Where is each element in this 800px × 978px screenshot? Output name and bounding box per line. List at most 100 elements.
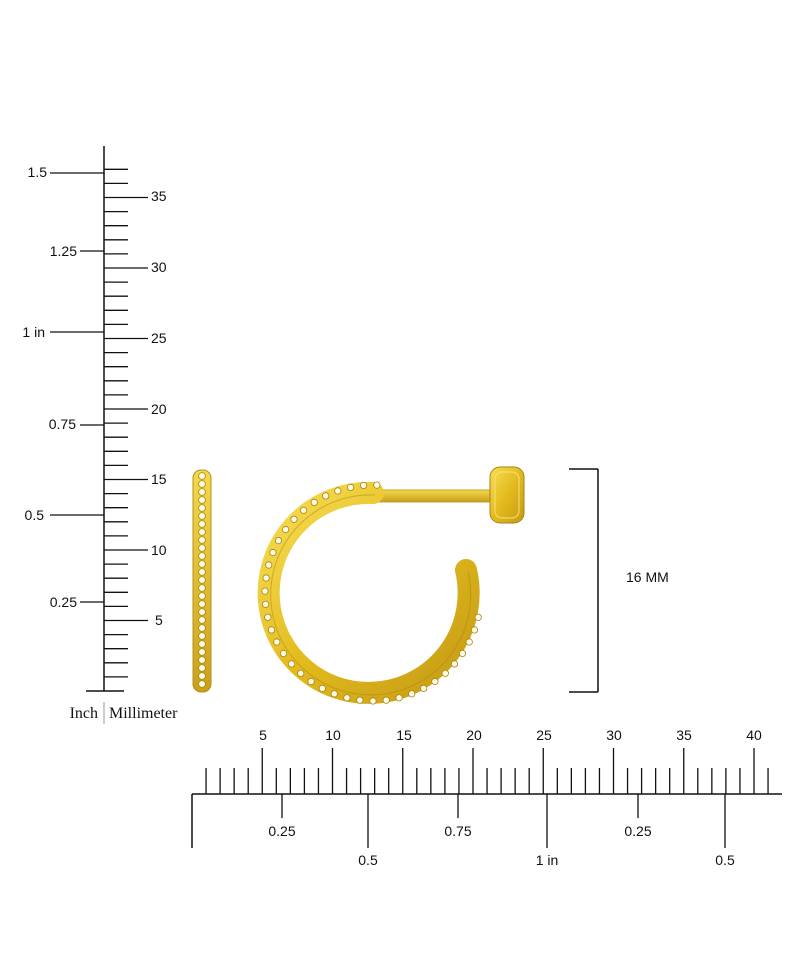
gem-stone bbox=[458, 649, 467, 658]
gem-stone bbox=[269, 548, 277, 557]
vertical-mm-label: 15 bbox=[151, 471, 167, 487]
horizontal-mm-label: 20 bbox=[466, 727, 482, 743]
gem-stone bbox=[198, 656, 206, 664]
gem-stone bbox=[431, 677, 439, 686]
gem-stone bbox=[198, 608, 206, 616]
gem-stone bbox=[262, 574, 270, 582]
gem-stone bbox=[198, 568, 206, 576]
gem-stone bbox=[330, 690, 338, 698]
horizontal-inch-label: 0.25 bbox=[624, 823, 651, 839]
gem-stone bbox=[299, 506, 308, 514]
gem-stone bbox=[343, 694, 351, 702]
gem-stone bbox=[281, 525, 290, 534]
gem-stone bbox=[267, 626, 276, 634]
horizontal-inch-label: 0.25 bbox=[268, 823, 295, 839]
vertical-inch-label: 0.5 bbox=[25, 507, 45, 523]
gem-stone bbox=[265, 561, 273, 569]
horizontal-mm-label: 35 bbox=[676, 727, 692, 743]
horizontal-mm-label: 5 bbox=[259, 727, 267, 743]
vertical-inch-label: 1 in bbox=[22, 324, 45, 340]
gem-stone bbox=[198, 544, 206, 552]
gem-stone bbox=[382, 696, 390, 704]
gem-stone bbox=[198, 592, 206, 600]
gem-stone bbox=[287, 660, 296, 668]
gem-stone bbox=[470, 626, 479, 634]
dimension-bracket: 16 MM bbox=[569, 468, 669, 693]
gem-stone bbox=[198, 680, 206, 688]
gem-stone bbox=[198, 600, 206, 608]
gem-stone bbox=[198, 560, 206, 568]
hoop-stones bbox=[261, 481, 482, 705]
gem-stone bbox=[369, 697, 377, 705]
gem-stone bbox=[198, 520, 206, 528]
gem-stone bbox=[198, 480, 206, 488]
vertical-mm-label: 30 bbox=[151, 259, 167, 275]
horizontal-inch-label: 0.5 bbox=[715, 852, 735, 868]
horizontal-mm-label: 10 bbox=[325, 727, 341, 743]
horizontal-inch-label: 0.5 bbox=[358, 852, 378, 868]
gem-stone bbox=[395, 694, 403, 702]
horizontal-ruler: 5 10 15 20 25 30 35 40 0.25 0.75 0.25 0.… bbox=[191, 727, 782, 868]
horizontal-inch-label: 1 in bbox=[536, 852, 559, 868]
gem-stone bbox=[465, 638, 473, 646]
gem-stone bbox=[198, 496, 206, 504]
dimension-label: 16 MM bbox=[626, 569, 669, 585]
horizontal-mm-label: 30 bbox=[606, 727, 622, 743]
vertical-mm-label: 5 bbox=[155, 612, 163, 628]
gem-stone bbox=[356, 696, 364, 704]
gem-stone bbox=[346, 483, 355, 491]
vertical-inch-label: 0.75 bbox=[49, 416, 76, 432]
gem-stone bbox=[297, 669, 305, 677]
earring-side-view bbox=[192, 469, 212, 693]
gem-stone bbox=[198, 504, 206, 512]
vertical-mm-label: 20 bbox=[151, 401, 167, 417]
vertical-mm-label: 35 bbox=[151, 188, 167, 204]
gem-stone bbox=[274, 536, 283, 545]
gem-stone bbox=[198, 632, 206, 640]
gem-stone bbox=[307, 677, 315, 686]
gem-stone bbox=[474, 613, 482, 621]
gem-stone bbox=[279, 649, 288, 658]
gem-stone bbox=[198, 616, 206, 624]
gem-stone bbox=[420, 684, 428, 693]
millimeter-caption: Millimeter bbox=[109, 705, 178, 722]
gem-stone bbox=[373, 481, 381, 489]
gem-stone bbox=[198, 640, 206, 648]
gem-stone bbox=[441, 669, 449, 677]
gem-stone bbox=[198, 648, 206, 656]
vertical-ruler: 1.5 1.25 1 in 0.75 0.5 0.25 35 30 25 20 … bbox=[22, 146, 178, 724]
horizontal-mm-ticks bbox=[205, 748, 769, 794]
vertical-mm-label: 25 bbox=[151, 330, 167, 346]
earring-post bbox=[371, 489, 495, 503]
gem-stone bbox=[198, 664, 206, 672]
horizontal-mm-label: 25 bbox=[536, 727, 552, 743]
vertical-inch-ticks bbox=[50, 172, 104, 603]
horizontal-mm-label: 40 bbox=[746, 727, 762, 743]
gem-stone bbox=[264, 613, 272, 621]
gem-stone bbox=[273, 638, 281, 646]
gem-stone bbox=[198, 584, 206, 592]
vertical-mm-ticks bbox=[104, 168, 148, 678]
gem-stone bbox=[318, 684, 326, 693]
gem-stone bbox=[322, 492, 330, 500]
gem-stone bbox=[310, 498, 318, 506]
earring-front-view bbox=[257, 466, 525, 705]
horizontal-inch-ticks bbox=[281, 794, 726, 848]
side-view-stones bbox=[198, 472, 206, 688]
inch-caption: Inch bbox=[70, 705, 98, 722]
horizontal-mm-label: 15 bbox=[396, 727, 412, 743]
gem-stone bbox=[408, 690, 416, 698]
gem-stone bbox=[198, 672, 206, 680]
earring-hoop bbox=[257, 481, 480, 704]
vertical-mm-label: 10 bbox=[151, 542, 167, 558]
gem-stone bbox=[359, 481, 368, 489]
gem-stone bbox=[198, 512, 206, 520]
horizontal-inch-label: 0.75 bbox=[444, 823, 471, 839]
gem-stone bbox=[261, 600, 270, 608]
vertical-inch-label: 1.5 bbox=[28, 164, 48, 180]
gem-stone bbox=[198, 624, 206, 632]
gem-stone bbox=[290, 515, 298, 523]
vertical-inch-label: 0.25 bbox=[50, 594, 77, 610]
gem-stone bbox=[198, 488, 206, 496]
